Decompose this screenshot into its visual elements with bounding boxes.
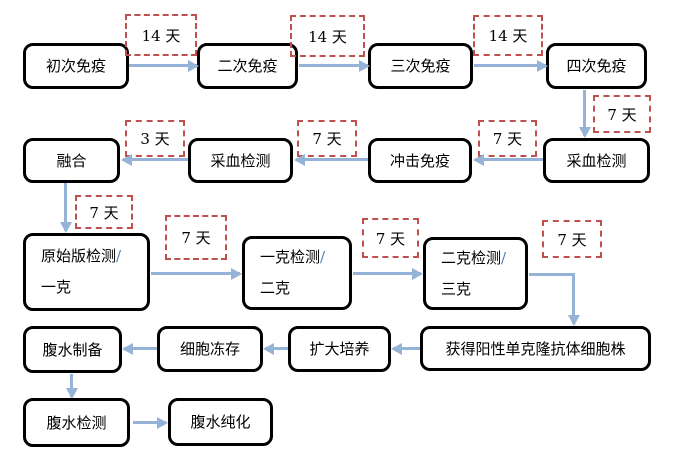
arrow-bloodtest-boost <box>475 158 543 161</box>
node-line1: 二克检测/ <box>441 248 507 267</box>
arrow-originaltest-subclone1 <box>151 272 240 275</box>
node-second-immunization: 二次免疫 <box>197 43 298 89</box>
duration-label-14d-3: 14 天 <box>473 15 543 56</box>
node-fourth-immunization: 四次免疫 <box>546 43 647 89</box>
arrow-immune3-immune4 <box>474 64 546 67</box>
node-first-immunization: 初次免疫 <box>23 43 129 89</box>
arrow-expand-cryopreserve <box>265 347 288 350</box>
duration-label-14d-1: 14 天 <box>125 14 197 56</box>
duration-label-14d-2: 14 天 <box>290 15 365 57</box>
duration-label-7d-1: 7 天 <box>593 95 651 133</box>
node-boost-immunization: 冲击免疫 <box>368 138 472 183</box>
node-ascites-test: 腹水检测 <box>23 398 130 447</box>
node-ascites-purify: 腹水纯化 <box>168 398 273 446</box>
node-original-plate-test: 原始版检测/ 一克 <box>23 233 150 311</box>
slash-mark: / <box>501 248 507 267</box>
duration-label-7d-3: 7 天 <box>478 120 537 157</box>
arrow-cryopreserve-ascitesprep <box>124 347 157 350</box>
slash-mark: / <box>320 248 326 266</box>
node-subclone1-test: 一克检测/ 二克 <box>242 236 352 310</box>
arrow-ascitesprep-ascitestest <box>70 374 73 397</box>
node-line2: 一克 <box>41 278 72 296</box>
node-positive-clone: 获得阳性单克隆抗体细胞株 <box>420 326 651 371</box>
node-cell-cryopreserve: 细胞冻存 <box>157 326 263 372</box>
duration-label-7d-7: 7 天 <box>542 220 602 258</box>
node-line1: 一克检测/ <box>260 248 326 266</box>
arrow-subclone2-positive-horizontal <box>529 273 575 276</box>
node-line2: 二克 <box>260 279 291 297</box>
node-line1: 原始版检测/ <box>41 247 122 265</box>
arrow-positive-expand <box>393 347 420 350</box>
arrow-immune4-bloodtest <box>583 90 586 136</box>
duration-label-7d-4: 7 天 <box>75 195 133 229</box>
arrow-subclone1-subclone2 <box>353 272 421 275</box>
node-expand-culture: 扩大培养 <box>288 326 391 372</box>
arrow-immune1-immune2 <box>129 64 197 67</box>
arrow-subclone2-positive-vertical <box>572 273 575 324</box>
duration-label-3d: 3 天 <box>125 120 185 157</box>
node-fusion: 融合 <box>23 138 120 183</box>
duration-label-7d-6: 7 天 <box>362 218 419 258</box>
arrow-immune2-immune3 <box>299 64 368 67</box>
duration-label-7d-2: 7 天 <box>297 120 357 157</box>
node-blood-test-left: 采血检测 <box>188 138 293 183</box>
node-blood-test-right: 采血检测 <box>543 138 650 183</box>
node-third-immunization: 三次免疫 <box>368 43 473 89</box>
arrow-boost-bloodtest2 <box>296 158 368 161</box>
node-ascites-prep: 腹水制备 <box>23 326 122 373</box>
arrow-bloodtest2-fusion <box>123 158 188 161</box>
node-subclone2-test: 二克检测/ 三克 <box>423 237 528 310</box>
duration-label-7d-5: 7 天 <box>165 215 227 260</box>
slash-mark: / <box>116 247 122 265</box>
arrow-fusion-originaltest <box>64 183 67 231</box>
arrow-ascitestest-purify <box>133 421 166 424</box>
node-line2: 三克 <box>441 279 472 298</box>
